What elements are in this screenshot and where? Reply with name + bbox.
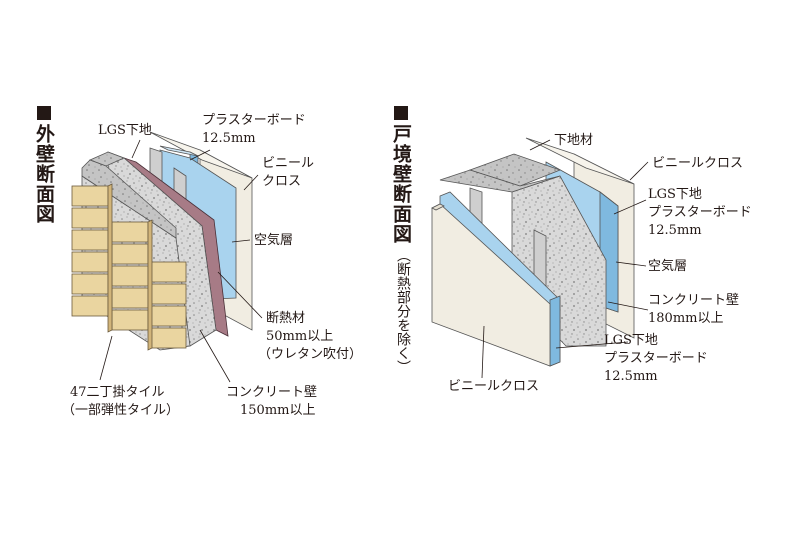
label-insulation: 断熱材 [266, 311, 306, 326]
label-plaster-lower-size: 12.5mm [604, 369, 658, 384]
label-vinyl-right: ビニールクロス [652, 156, 744, 171]
label-plaster-right-size: 12.5mm [648, 223, 702, 238]
label-vinyl-1: ビニール [262, 156, 315, 171]
boundary-left-vinyl-cloth [431, 203, 551, 367]
exterior-wall-diagram [71, 131, 263, 383]
exterior-leader-lines [99, 139, 263, 383]
label-lgs: LGS下地 [98, 123, 152, 138]
exterior-tile-layer [71, 183, 187, 351]
title-square-icon [394, 106, 408, 120]
label-concrete-boundary-size: 180mm以上 [648, 311, 724, 326]
label-plaster-right: プラスターボード [648, 205, 752, 220]
title-square-icon [37, 106, 51, 120]
label-lgs-right: LGS下地 [648, 187, 702, 202]
label-plaster: プラスターボード [202, 113, 306, 128]
label-plaster-size: 12.5mm [202, 131, 256, 146]
label-tile: 47二丁掛タイル [70, 385, 165, 400]
label-plaster-lower: プラスターボード [604, 351, 708, 366]
label-vinyl-2: クロス [262, 174, 302, 189]
label-concrete-boundary: コンクリート壁 [648, 293, 740, 308]
label-air-layer: 空気層 [254, 233, 294, 248]
label-air-layer-boundary: 空気層 [648, 259, 688, 274]
label-insulation-size: 50mm以上 [266, 329, 334, 344]
boundary-wall-subtitle: （断熱部分を除く） [395, 248, 411, 374]
label-lgs-lower: LGS下地 [604, 333, 658, 348]
label-tile-note: （一部弾性タイル） [62, 403, 180, 418]
boundary-wall-title-text: 戸境壁断面図 [390, 124, 412, 244]
exterior-wall-title-text: 外壁断面図 [33, 124, 55, 224]
exterior-wall-title: 外壁断面図 [33, 106, 55, 228]
label-concrete-size: 150mm以上 [240, 403, 316, 418]
boundary-leader-lines [481, 139, 649, 379]
label-insulation-note: （ウレタン吹付） [258, 347, 363, 362]
label-vinyl-left: ビニールクロス [448, 379, 540, 394]
boundary-wall-diagram [431, 137, 649, 379]
boundary-wall-title: 戸境壁断面図 [390, 106, 412, 248]
label-concrete: コンクリート壁 [226, 385, 318, 400]
label-base: 下地材 [554, 133, 594, 148]
